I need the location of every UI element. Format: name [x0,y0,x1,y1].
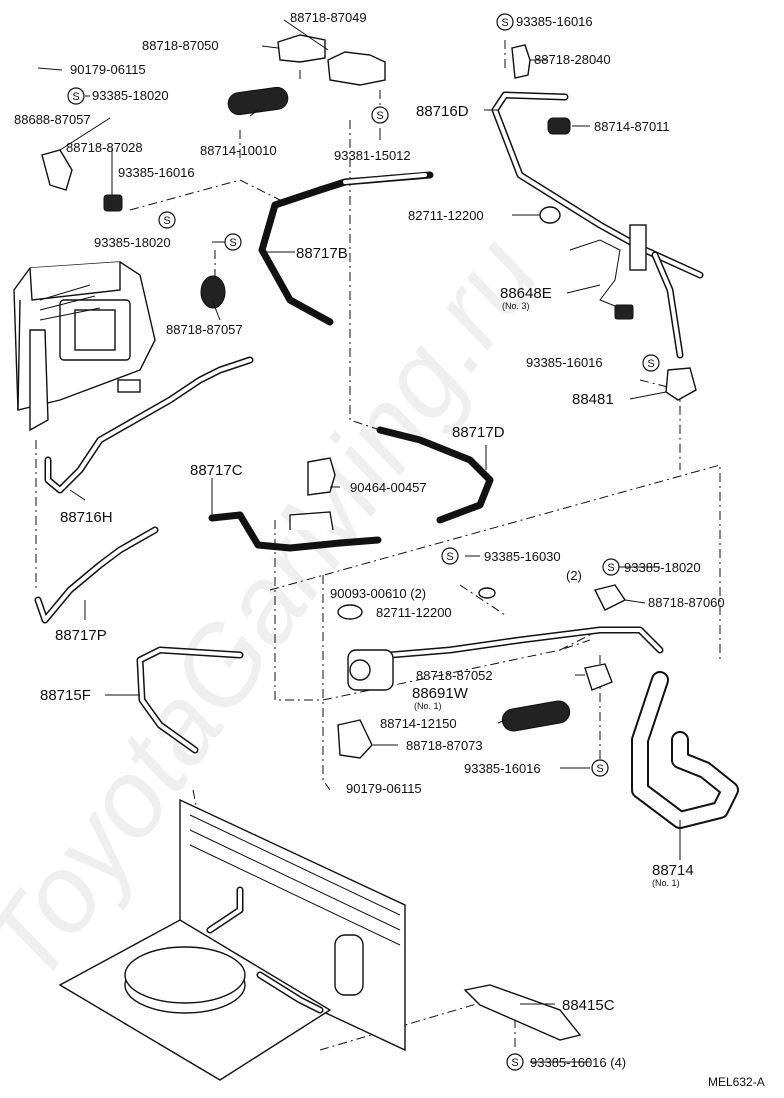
hose-88714-12150 [501,700,571,732]
pipe-88716H [44,356,254,494]
svg-text:S: S [446,551,453,563]
leader-lines [37,19,681,1063]
bracket-88718-87073 [337,719,373,759]
label-93385-16016-e: 93385-16016 (4) [530,1055,626,1070]
clamp-88718-87028 [103,194,123,212]
label-88415C: 88415C [562,997,615,1014]
pipe-88717C [208,511,382,552]
label-88714-87011: 88714-87011 [594,119,670,134]
label-88648E-no: (No. 3) [502,301,530,311]
label-88717B: 88717B [296,245,348,262]
label-93385-16016-d: 93385-16016 [464,761,541,776]
label-90464-00457: 90464-00457 [350,480,427,495]
standard-part-symbols: S S S S S S S S S S [67,13,660,1071]
diagram-code: MEL632-A [708,1075,765,1089]
label-88718-87028: 88718-87028 [66,140,143,155]
label-88718-87049: 88718-87049 [290,10,367,25]
bracket-88718-87050 [277,34,326,63]
bracket-88718-87049 [327,51,386,86]
clamp-88718-28040 [511,44,531,79]
pipe-88717D [376,426,494,524]
grommet-88714-87011 [547,117,571,135]
label-88716H: 88716H [60,509,113,526]
bracket-88688-87057 [41,149,73,191]
label-88718-87073: 88718-87073 [406,738,483,753]
svg-text:S: S [596,763,603,775]
label-88718-87060: 88718-87060 [648,595,725,610]
svg-text:S: S [163,215,170,227]
label-93381-15012: 93381-15012 [334,148,411,163]
label-88714-10010: 88714-10010 [200,143,277,158]
clamp-88718-87060 [593,584,627,611]
hose-clamp-82711-12200-b [337,604,363,620]
svg-text:S: S [647,358,654,370]
clamp-88718-87057 [200,275,226,309]
label-88718-28040: 88718-28040 [534,52,611,67]
svg-text:S: S [501,17,508,29]
label-93385-16030-qty: (2) [566,568,582,583]
label-88718-87052: 88718-87052 [416,668,493,683]
label-88481: 88481 [572,391,614,408]
label-93385-18020-a: 93385-18020 [92,88,169,103]
expansion-valve-88481 [665,367,697,401]
svg-text:S: S [229,237,236,249]
label-88717C: 88717C [190,462,243,479]
svg-text:S: S [511,1057,518,1069]
label-88717D: 88717D [452,424,505,441]
bracket-88415C [463,984,582,1041]
clamp-88718-87052 [584,663,613,691]
label-90093-00610: 90093-00610 (2) [330,586,426,601]
label-93385-16016-c: 93385-16016 [526,355,603,370]
label-90179-06115-top: 90179-06115 [70,62,146,77]
label-88648E: 88648E [500,285,552,302]
compressor-valve-88691W [347,649,394,691]
label-82711-12200-b: 82711-12200 [376,605,452,620]
label-82711-12200-a: 82711-12200 [408,208,484,223]
switch-88648E [569,224,647,320]
pipe-compressor-discharge [386,626,664,659]
label-93385-16016-a: 93385-16016 [118,165,195,180]
label-88688-87057: 88688-87057 [14,112,91,127]
pipe-branch-88481 [651,251,684,359]
svg-text:S: S [72,91,79,103]
label-88718-87050: 88718-87050 [142,38,219,53]
label-88718-87057: 88718-87057 [166,322,243,337]
pipe-88715F [136,646,244,754]
part-labels: 88718-87049 88718-87050 90179-06115 9338… [14,10,765,1089]
label-88716D: 88716D [416,103,469,120]
pipe-88717B [258,171,434,326]
label-90179-06115-bot: 90179-06115 [346,781,422,796]
condenser-assembly [58,798,406,1081]
phantom-lines [35,40,721,1051]
label-88714-no: (No. 1) [652,878,680,888]
label-88691W-no: (No. 1) [414,701,442,711]
svg-text:S: S [607,562,614,574]
clamp-90464-00457 [307,457,336,496]
label-88715F: 88715F [40,687,91,704]
pipe-88717P [34,526,159,624]
label-88714: 88714 [652,862,694,879]
label-88717P: 88717P [55,627,107,644]
label-93385-18020-c: 93385-18020 [624,560,701,575]
label-88714-12150: 88714-12150 [380,716,457,731]
gasket-90093-00610 [478,587,496,599]
hose-88714 [631,671,739,829]
label-88691W: 88691W [412,685,469,702]
svg-text:S: S [376,110,383,122]
label-93385-18020-b: 93385-18020 [94,235,171,250]
hose-88714-10010 [227,86,289,116]
hose-clamp-82711-12200-a [539,206,561,224]
label-93385-16030: 93385-16030 [484,549,561,564]
label-93385-16016-b: 93385-16016 [516,14,593,29]
evaporator-unit [13,261,156,432]
